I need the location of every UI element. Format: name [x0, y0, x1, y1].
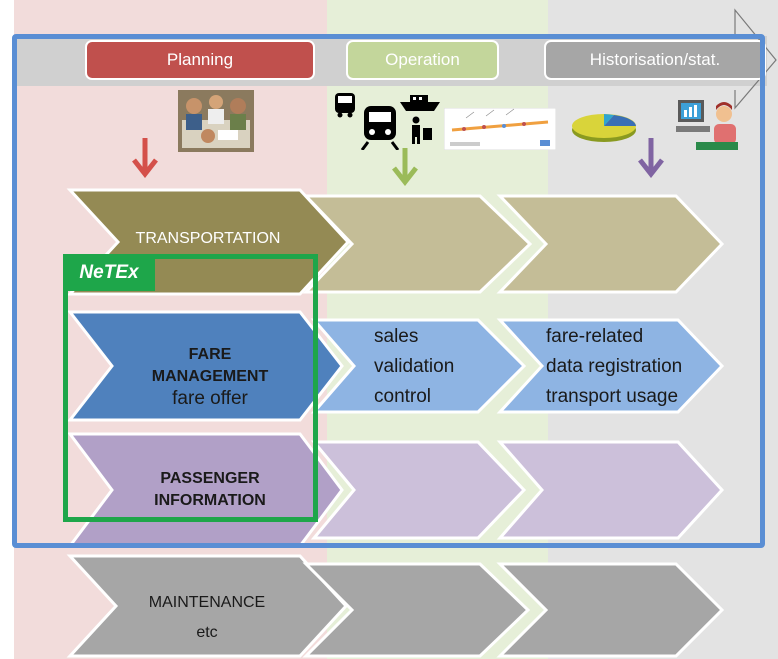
maintenance-label: MAINTENANCE etc — [112, 588, 302, 648]
chevron-passenger-historisation — [496, 440, 725, 540]
scope-frame — [12, 34, 765, 548]
passenger-information-label: PASSENGER INFORMATION — [110, 468, 310, 512]
chevron-passenger-operation — [310, 440, 527, 540]
ship-icon — [400, 95, 440, 111]
chevron-maintenance-planning — [66, 554, 349, 658]
fare-historisation-item: transport usage — [546, 386, 679, 407]
chevron-transportation-historisation — [496, 194, 725, 294]
fare-management-label: FARE MANAGEMENT fare offer — [110, 344, 310, 410]
netex-label: NeTEx — [63, 254, 155, 291]
fare-historisation-list: fare-related data registration transport… — [546, 322, 682, 412]
phase-historisation: Historisation/stat. — [544, 40, 766, 80]
passenger-line1: PASSENGER — [160, 470, 260, 487]
chevron-transportation-operation — [302, 194, 533, 294]
fare-management-line1: FARE — [188, 346, 232, 363]
fare-operation-item: validation — [374, 356, 455, 377]
chevron-fare-operation — [310, 318, 527, 414]
fare-operation-item: sales — [374, 326, 419, 347]
netex-scope-frame — [63, 254, 318, 522]
maintenance-sub: etc — [196, 624, 218, 641]
fare-operation-item: control — [374, 386, 432, 407]
computer-user-icon — [676, 100, 738, 150]
train-icon — [360, 106, 400, 150]
fare-historisation-item: fare-related — [546, 326, 644, 347]
phase-operation: Operation — [346, 40, 499, 80]
fare-historisation-item: data registration — [546, 356, 683, 377]
pie-chart-icon — [572, 114, 636, 142]
passenger-line2: INFORMATION — [154, 492, 266, 509]
maintenance-title: MAINTENANCE — [148, 594, 266, 611]
meeting-photo-icon — [178, 90, 254, 152]
planning-down-arrow — [132, 138, 158, 178]
chevron-fare-historisation — [496, 318, 725, 414]
chevron-maintenance-historisation — [496, 562, 725, 658]
fare-offer-label: fare offer — [172, 388, 248, 409]
phase-planning: Planning — [85, 40, 315, 80]
fare-operation-list: sales validation control — [374, 322, 454, 412]
traveller-icon — [412, 116, 432, 144]
historisation-down-arrow — [638, 138, 664, 178]
transportation-label: TRANSPORTATION — [135, 230, 281, 247]
fare-management-line2: MANAGEMENT — [151, 368, 269, 385]
operation-down-arrow — [392, 148, 418, 186]
chevron-maintenance-operation — [302, 562, 531, 658]
bus-icon — [335, 93, 355, 118]
chevron-fare-planning — [66, 310, 344, 422]
route-map-icon — [444, 108, 556, 150]
